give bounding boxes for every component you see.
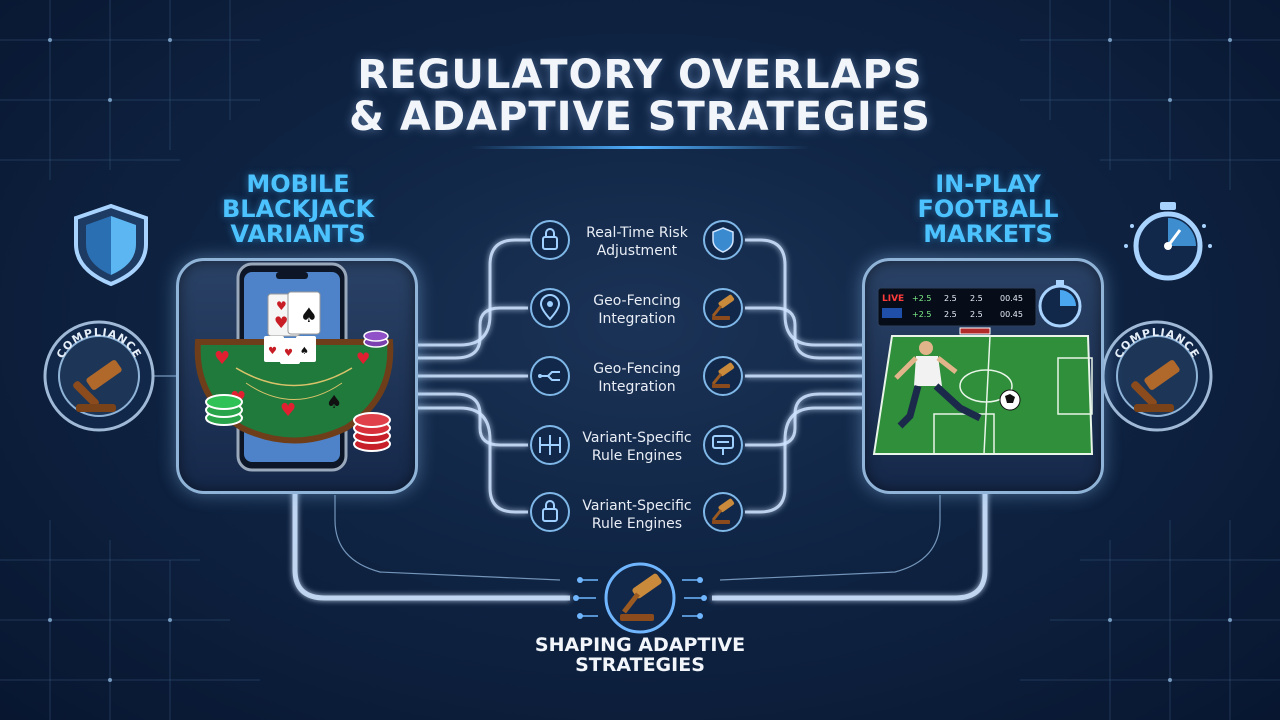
blackjack-panel: ♥ ♠ ♥ ♥ ♥ ♥ ♥ ♠ ♥ ♥ ♠ xyxy=(176,258,418,494)
stopwatch-icon xyxy=(1038,280,1082,328)
connector-bottom-right xyxy=(712,488,988,601)
connector-left-2 xyxy=(410,306,528,360)
left-title-line: MOBILE xyxy=(246,170,350,198)
svg-text:♥: ♥ xyxy=(274,313,288,332)
page-title-line-1: REGULATORY OVERLAPS xyxy=(357,52,923,98)
node-label-line: Rule Engines xyxy=(591,516,683,532)
svg-text:♥: ♥ xyxy=(276,299,287,313)
circuit-lock-icon xyxy=(530,492,570,532)
gavel-icon xyxy=(703,492,743,532)
node-label-line: Integration xyxy=(598,311,676,327)
left-compliance-badge: COMPLIANCE xyxy=(43,320,155,432)
left-title-line: VARIANTS xyxy=(230,220,366,248)
title-underline xyxy=(470,146,810,149)
odds-cell: 00.45 xyxy=(1000,310,1023,319)
connector-left-4 xyxy=(410,392,528,447)
svg-text:♠: ♠ xyxy=(326,392,342,413)
odds-cell: 2.5 xyxy=(944,294,957,303)
page-title-line-2: & ADAPTIVE STRATEGIES xyxy=(349,94,931,140)
odds-cell: 2.5 xyxy=(970,310,983,319)
svg-text:♠: ♠ xyxy=(300,346,309,357)
playing-cards-icon: ♥ ♠ ♥ xyxy=(267,291,321,337)
stopwatch-icon xyxy=(1124,202,1212,281)
thin-wire-right xyxy=(719,495,941,581)
thin-wire-left xyxy=(334,495,561,581)
rule-engine-icon xyxy=(703,425,743,465)
right-title-line: MARKETS xyxy=(923,220,1053,248)
odds-cell: 2.5 xyxy=(970,294,983,303)
football-player-icon xyxy=(894,341,1021,429)
odds-board-icon: LIVE +2.5 2.5 2.5 00.45 +2.5 2.5 2.5 00.… xyxy=(877,287,1037,327)
node-label-line: Integration xyxy=(598,379,676,395)
left-section-title: MOBILE BLACKJACK VARIANTS xyxy=(178,172,418,247)
odds-cell: +2.5 xyxy=(912,294,931,303)
connector-right-4 xyxy=(745,392,864,447)
football-pitch-icon xyxy=(872,335,1094,455)
svg-text:♥: ♥ xyxy=(268,346,277,357)
right-section-title: IN-PLAY FOOTBALL MARKETS xyxy=(868,172,1108,247)
location-pin-icon xyxy=(530,288,570,328)
connector-left-5 xyxy=(410,406,528,514)
node-label-geofence-2: Geo-Fencing Integration xyxy=(562,360,712,396)
node-label-rules-1: Variant-Specific Rule Engines xyxy=(562,429,712,465)
right-title-line: IN-PLAY xyxy=(935,170,1041,198)
node-label-rules-2: Variant-Specific Rule Engines xyxy=(562,497,712,533)
node-label-geofence-1: Geo-Fencing Integration xyxy=(562,292,712,328)
node-label-line: Variant-Specific xyxy=(582,430,692,446)
odds-live-label: LIVE xyxy=(882,294,904,304)
circuit-lock-icon xyxy=(530,220,570,260)
gavel-circuit-icon xyxy=(573,562,707,634)
poker-chips-icon xyxy=(205,330,391,452)
gavel-icon xyxy=(703,356,743,396)
node-label-line: Rule Engines xyxy=(591,448,683,464)
connector-left-1 xyxy=(410,238,530,347)
shield-icon xyxy=(703,220,743,260)
bottom-label-line-1: SHAPING ADAPTIVE xyxy=(534,634,746,656)
odds-cell: 2.5 xyxy=(944,310,957,319)
gavel-icon xyxy=(703,288,743,328)
bottom-label-line-2: STRATEGIES xyxy=(575,654,705,676)
svg-text:♥: ♥ xyxy=(214,348,230,369)
connector-right-5 xyxy=(745,406,864,514)
right-title-line: FOOTBALL xyxy=(917,195,1059,223)
node-label-line: Geo-Fencing xyxy=(593,361,681,377)
right-compliance-badge: COMPLIANCE xyxy=(1101,320,1213,432)
left-title-line: BLACKJACK xyxy=(221,195,375,223)
svg-text:♠: ♠ xyxy=(300,303,318,327)
node-label-risk: Real-Time Risk Adjustment xyxy=(562,224,712,260)
connector-right-1 xyxy=(745,238,864,347)
odds-cell: 00.45 xyxy=(1000,294,1023,303)
gavel-icon xyxy=(1131,360,1180,412)
circuit-icon xyxy=(530,356,570,396)
blackjack-table-icon: ♥ ♥ ♥ ♥ ♠ ♥ ♥ ♠ xyxy=(194,336,394,444)
node-label-line: Adjustment xyxy=(596,243,678,259)
node-label-line: Geo-Fencing xyxy=(593,293,681,309)
circuit-icon xyxy=(530,425,570,465)
svg-text:♥: ♥ xyxy=(280,400,296,421)
node-label-line: Real-Time Risk xyxy=(586,225,688,241)
gavel-icon xyxy=(73,360,122,412)
svg-text:♥: ♥ xyxy=(284,348,293,359)
odds-cell: +2.5 xyxy=(912,310,931,319)
node-label-line: Variant-Specific xyxy=(582,498,692,514)
football-panel: LIVE +2.5 2.5 2.5 00.45 +2.5 2.5 2.5 00.… xyxy=(862,258,1104,494)
connector-right-2 xyxy=(745,306,864,360)
shield-icon xyxy=(74,203,148,287)
svg-text:♥: ♥ xyxy=(356,349,370,368)
connector-bottom-left xyxy=(292,488,570,601)
